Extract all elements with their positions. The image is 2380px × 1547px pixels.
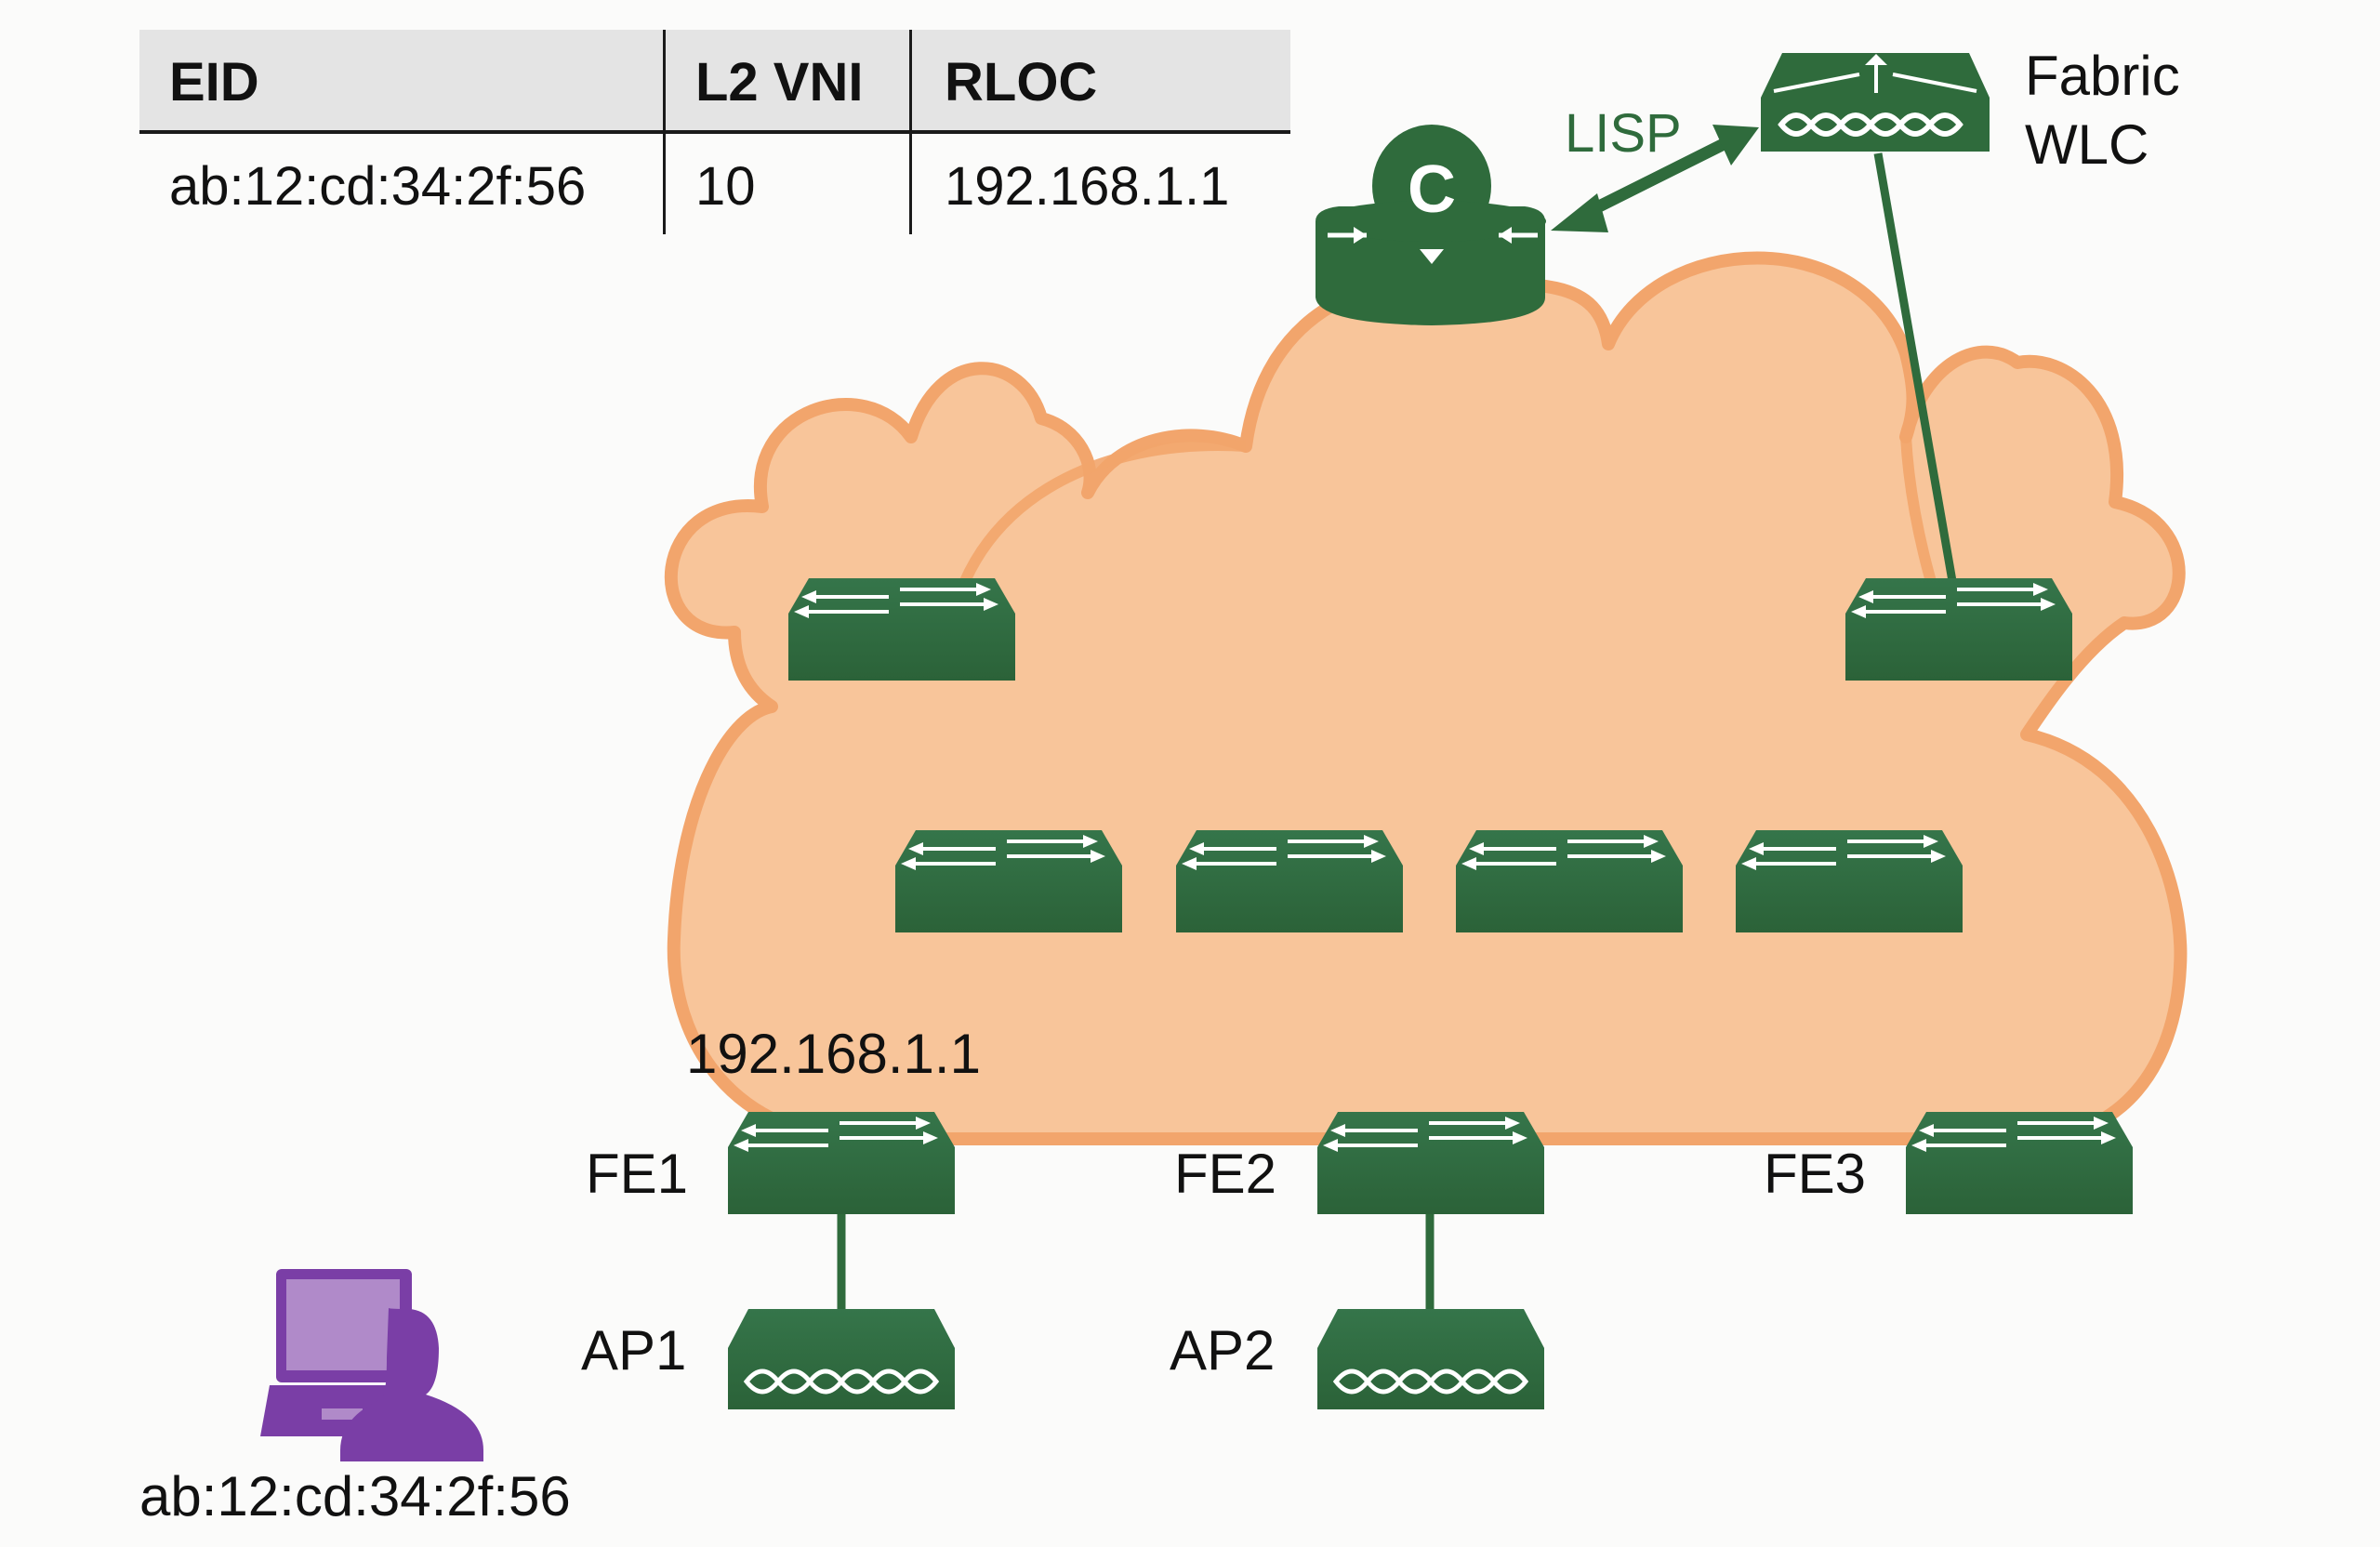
user-laptop-icon [260, 1269, 483, 1461]
column-header-rloc: RLOC [945, 52, 1098, 112]
intermediate-switch-icon [1176, 830, 1403, 932]
fe2-label: FE2 [1174, 1143, 1277, 1205]
ap2-label: AP2 [1170, 1319, 1276, 1382]
ap-radio-waves [1332, 1368, 1529, 1395]
border-node-right-switch-icon [1845, 578, 2072, 681]
intermediate-switch-icon [1736, 830, 1963, 932]
cell-eid: ab:12:cd:34:2f:56 [169, 156, 587, 217]
ap2-icon [1317, 1309, 1544, 1409]
column-divider [909, 30, 912, 234]
border-node-left-switch-icon [788, 578, 1015, 681]
cell-rloc: 192.168.1.1 [945, 156, 1230, 217]
fe1-ip-label: 192.168.1.1 [686, 1023, 981, 1085]
fe2-switch-icon [1317, 1112, 1544, 1214]
control-plane-letter: C [1408, 152, 1456, 227]
ap-radio-waves [743, 1368, 940, 1395]
fe1-switch-icon [728, 1112, 955, 1214]
endpoint-mac-label: ab:12:cd:34:2f:56 [139, 1465, 571, 1527]
ap1-label: AP1 [581, 1319, 687, 1382]
wlc-label-line2: WLC [2025, 113, 2149, 176]
column-divider [663, 30, 666, 234]
control-plane-router-icon [1316, 125, 1546, 325]
access-points [728, 1309, 1544, 1409]
fe1-label: FE1 [586, 1143, 689, 1205]
column-header-l2-vni: L2 VNI [695, 52, 864, 112]
ap1-icon [728, 1309, 955, 1409]
switches [728, 578, 2133, 1214]
fabric-cloud [664, 251, 2188, 1145]
lisp-label: LISP [1565, 103, 1682, 164]
wlc-to-border-link [1873, 152, 1957, 582]
links [837, 125, 1957, 1311]
cell-l2-vni: 10 [695, 156, 756, 217]
wlc-label-line1: Fabric [2025, 45, 2180, 107]
wlc-radio-waves [1778, 112, 1964, 137]
fabric-wlc-icon [1761, 53, 1990, 152]
intermediate-switch-icon [895, 830, 1122, 932]
intermediate-switch-icon [1456, 830, 1683, 932]
column-header-eid: EID [169, 52, 259, 112]
fe3-switch-icon [1906, 1112, 2133, 1214]
lisp-arrow [1551, 125, 1759, 232]
fe3-label: FE3 [1764, 1143, 1867, 1205]
table-header: EID L2 VNI RLOC [139, 30, 1290, 134]
